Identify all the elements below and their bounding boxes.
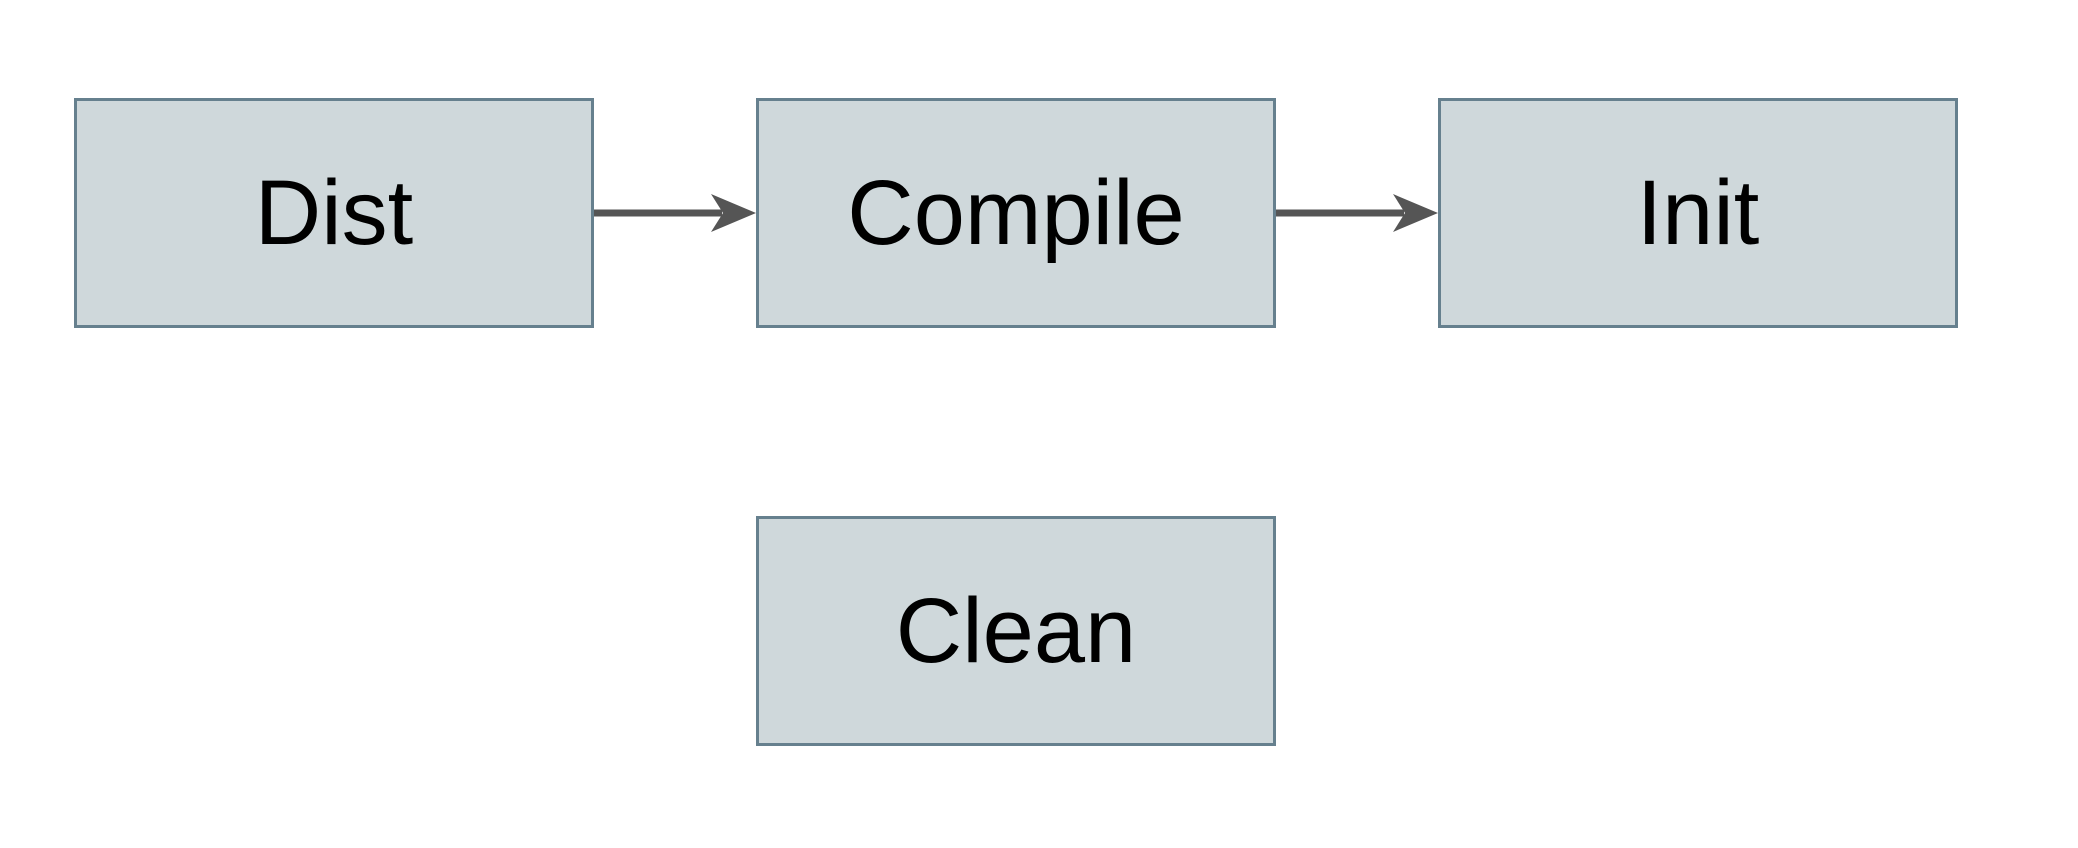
edge-dist-to-compile-arrowhead-icon: [711, 194, 756, 232]
node-dist[interactable]: Dist: [74, 98, 594, 328]
edge-compile-to-init-arrowhead-icon: [1393, 194, 1438, 232]
node-compile-label: Compile: [847, 161, 1185, 264]
node-clean-label: Clean: [895, 579, 1137, 682]
node-dist-label: Dist: [254, 161, 414, 264]
node-init-label: Init: [1636, 161, 1760, 264]
edge-compile-to-init: [1276, 194, 1438, 232]
edge-dist-to-compile: [594, 194, 756, 232]
node-init[interactable]: Init: [1438, 98, 1958, 328]
node-clean[interactable]: Clean: [756, 516, 1276, 746]
node-compile[interactable]: Compile: [756, 98, 1276, 328]
